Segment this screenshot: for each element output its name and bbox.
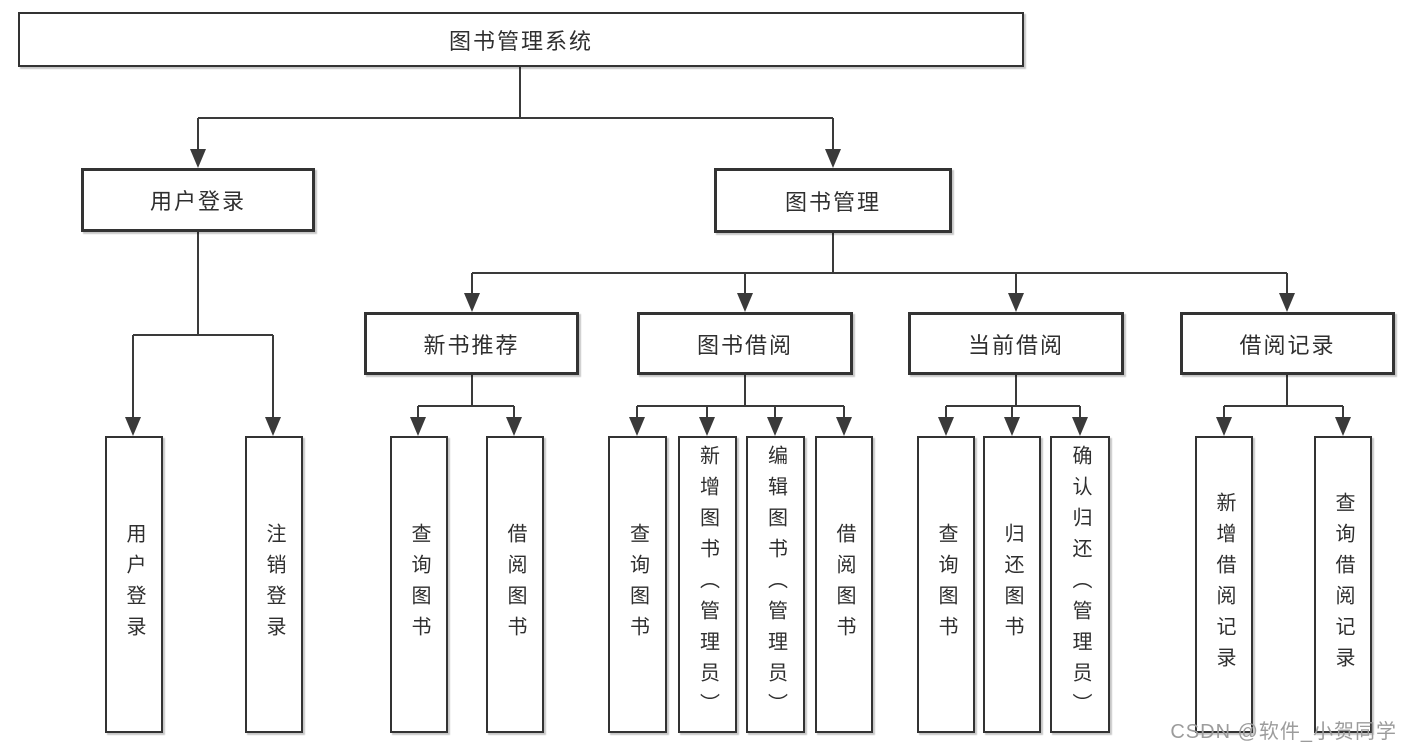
node-borrowing-records: 借阅记录 [1180,312,1395,375]
node-leaf-query-borrow-record: 查询借阅记录 [1314,436,1372,733]
node-label: 查询图书 [626,522,649,647]
node-current-borrowing: 当前借阅 [908,312,1124,375]
node-label: 新增借阅记录 [1213,491,1235,678]
node-library-management-system: 图书管理系统 [18,12,1024,67]
node-book-management: 图书管理 [714,168,952,233]
connector-current-to-leaves [945,375,1081,418]
connector-borrow-to-leaves [636,375,845,418]
watermark-text: CSDN @软件_小贺同学 [1170,721,1397,743]
connector-recommend-to-leaves [417,375,515,418]
node-leaf-borrow-books-recommend: 借阅图书 [486,436,544,733]
node-leaf-query-books-current: 查询图书 [917,436,975,733]
node-label: 新增图书（管理员） [696,445,719,724]
node-user-login: 用户登录 [81,168,315,232]
node-leaf-add-book-admin: 新增图书（管理员） [678,436,737,733]
node-label: 新书推荐 [423,332,520,358]
node-label: 注销登录 [263,522,285,647]
node-label: 图书借阅 [696,332,793,358]
node-leaf-query-books-borrow: 查询图书 [608,436,667,733]
node-leaf-query-books-recommend: 查询图书 [390,436,448,733]
node-leaf-edit-book-admin: 编辑图书（管理员） [746,436,805,733]
node-leaf-logout: 注销登录 [245,436,303,733]
node-label: 确认归还（管理员） [1069,445,1091,724]
node-leaf-borrow-books: 借阅图书 [815,436,873,733]
node-leaf-add-borrow-record: 新增借阅记录 [1195,436,1253,733]
node-label: 借阅图书 [504,522,526,647]
connector-management-to-level3 [471,233,1288,294]
node-label: 当前借阅 [967,332,1064,358]
node-label: 用户登录 [149,189,246,214]
node-leaf-user-login: 用户登录 [105,436,163,733]
node-leaf-return-books: 归还图书 [983,436,1041,733]
node-label: 编辑图书（管理员） [764,445,787,724]
node-label: 图书管理 [784,189,881,215]
node-label: 图书管理系统 [448,28,593,54]
node-label: 查询图书 [408,522,430,647]
node-label: 借阅图书 [833,522,855,647]
connector-login-to-leaves [132,232,274,418]
connector-root-to-level2 [197,67,834,150]
connector-records-to-leaves [1223,375,1344,418]
node-book-borrowing: 图书借阅 [637,312,853,375]
node-label: 借阅记录 [1239,332,1336,358]
node-label: 查询图书 [935,522,957,647]
node-label: 用户登录 [123,522,145,647]
node-label: 归还图书 [1001,522,1023,647]
node-leaf-confirm-return-admin: 确认归还（管理员） [1050,436,1110,733]
node-label: 查询借阅记录 [1332,491,1354,678]
node-new-book-recommendation: 新书推荐 [364,312,579,375]
